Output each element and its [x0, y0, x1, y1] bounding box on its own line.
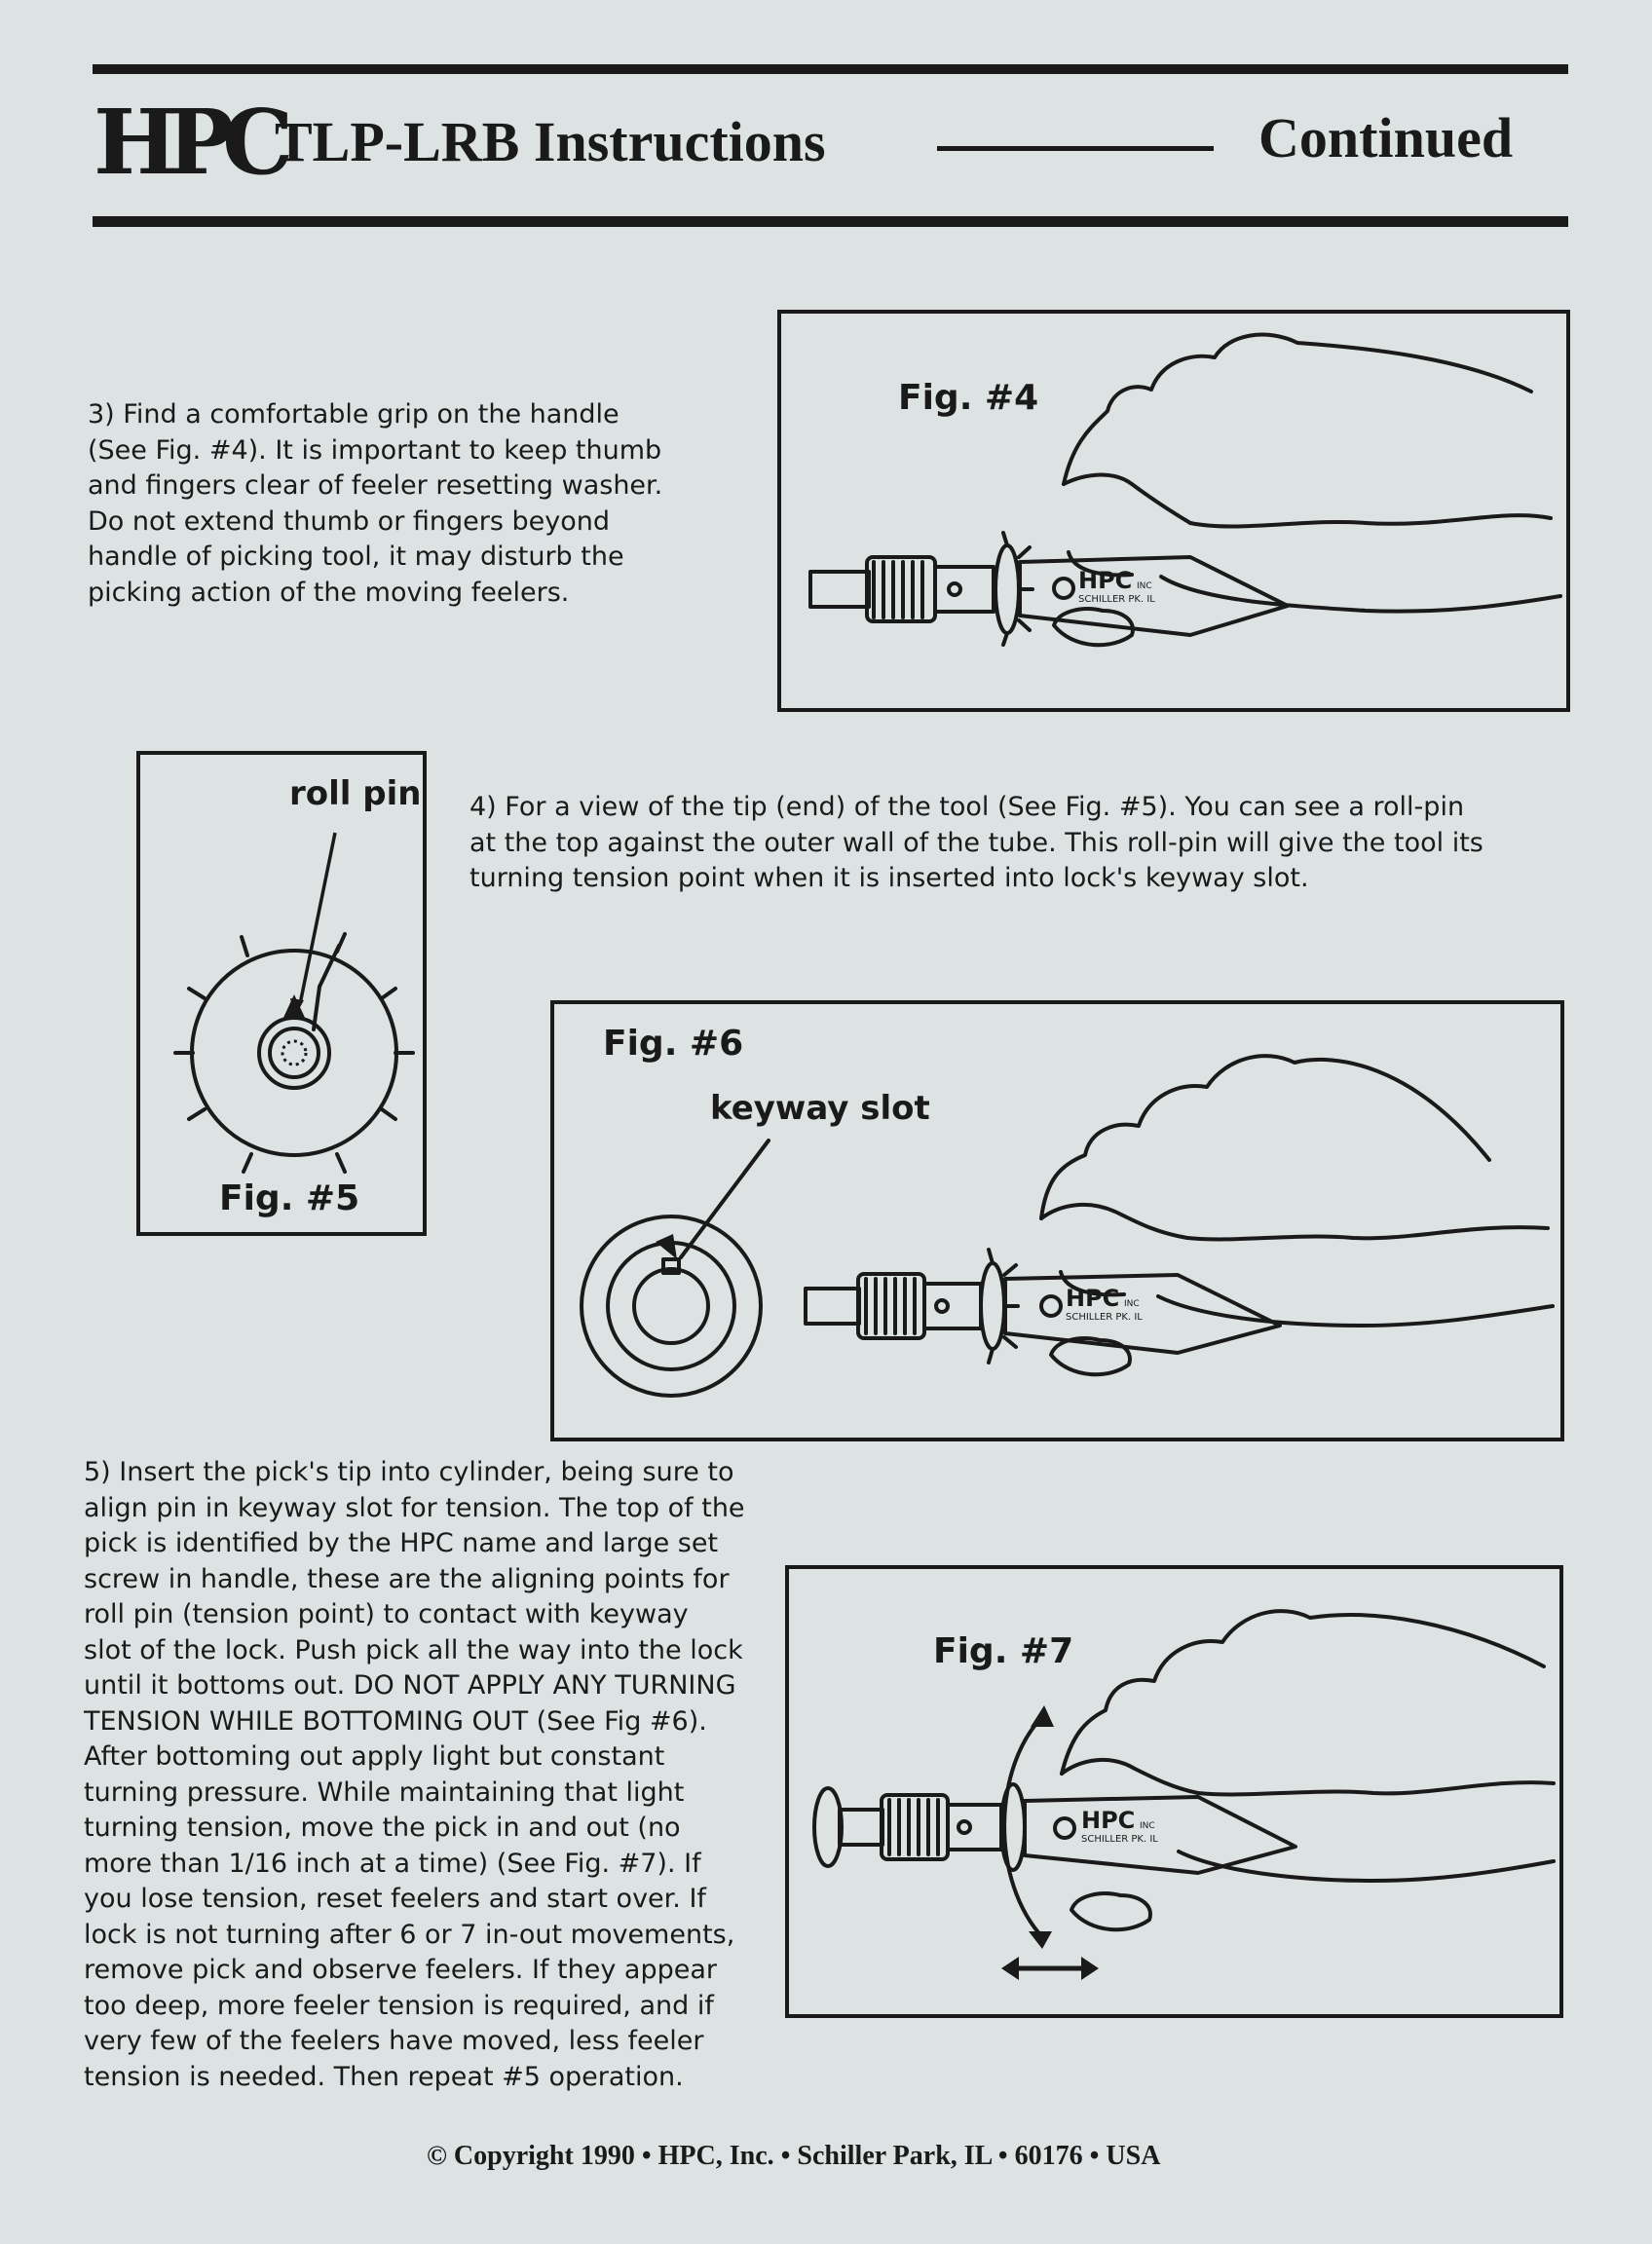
step-5-line: turning tension, move the pick in and ou… — [84, 1813, 681, 1843]
step-3-line: 3) Find a comfortable grip on the handle — [88, 399, 620, 430]
figure-6-callout: keyway slot — [710, 1089, 930, 1128]
step-5-line: more than 1/16 inch at a time) (See Fig.… — [84, 1848, 701, 1879]
step-3-line: handle of picking tool, it may disturb t… — [88, 542, 624, 572]
step-5-line: pick is identified by the HPC name and l… — [84, 1528, 719, 1558]
step-5-line: slot of the lock. Push pick all the way … — [84, 1634, 743, 1665]
continued-label: Continued — [1258, 106, 1514, 169]
step-3-line: and fingers clear of feeler resetting wa… — [88, 470, 663, 501]
step-5-line: lock is not turning after 6 or 7 in-out … — [84, 1919, 735, 1950]
figure-7-brand-inc: INC — [1140, 1821, 1155, 1831]
step-4-line: 4) For a view of the tip (end) of the to… — [469, 792, 1465, 822]
figure-7-illustration: HPC INC SCHILLER PK. IL — [812, 1609, 1556, 1980]
step-5-text: 5) Insert the pick's tip into cylinder, … — [84, 1455, 751, 2095]
step-3-line: Do not extend thumb or fingers beyond — [88, 505, 610, 537]
figure-7-brand-sub: SCHILLER PK. IL — [1081, 1834, 1158, 1845]
document-title: TLP-LRB Instructions — [275, 110, 826, 173]
step-3-line: picking action of the moving feelers. — [88, 577, 570, 608]
figure-7-label: Fig. #7 — [933, 1631, 1074, 1671]
step-4-line: turning tension point when it is inserte… — [469, 863, 1309, 893]
figure-6-brand-inc: INC — [1124, 1299, 1140, 1309]
figure-7-brand: HPC — [1081, 1807, 1135, 1834]
step-5-line: tension is needed. Then repeat #5 operat… — [84, 2061, 684, 2092]
figure-4-illustration: HPC INC SCHILLER PK. IL — [808, 332, 1562, 648]
hpc-logo: HPC — [94, 90, 293, 195]
figure-5: roll pin Fig. #5 — [136, 751, 427, 1236]
figure-6: Fig. #6 keyway slot — [550, 1000, 1564, 1441]
figure-4-brand: HPC — [1078, 567, 1132, 594]
step-5-line: 5) Insert the pick's tip into cylinder, … — [84, 1457, 734, 1487]
step-4-text: 4) For a view of the tip (end) of the to… — [469, 790, 1568, 897]
step-4-line: at the top against the outer wall of the… — [469, 827, 1483, 858]
step-3-text: 3) Find a comfortable grip on the handle… — [88, 397, 703, 611]
figure-6-brand: HPC — [1066, 1285, 1119, 1312]
step-5-line: screw in handle, these are the aligning … — [84, 1563, 730, 1594]
figure-5-illustration — [173, 832, 415, 1174]
step-5-line: roll pin (tension point) to contact with… — [84, 1599, 689, 1629]
step-5-line: you lose tension, reset feelers and star… — [84, 1884, 706, 1914]
step-5-line: TENSION WHILE BOTTOMING OUT (See Fig #6)… — [84, 1705, 707, 1737]
step-5-line: align pin in keyway slot for tension. Th… — [84, 1492, 745, 1523]
figure-6-label: Fig. #6 — [603, 1024, 744, 1064]
step-5-line: too deep, more feeler tension is require… — [84, 1990, 714, 2021]
step-5-line: After bottoming out apply light but cons… — [84, 1741, 665, 1772]
step-5-line: until it bottoms out. DO NOT APPLY ANY T… — [84, 1670, 736, 1701]
step-3-line: (See Fig. #4). It is important to keep t… — [88, 434, 662, 466]
title-dash-line — [937, 146, 1214, 151]
figure-5-callout: roll pin — [289, 774, 422, 813]
figure-4-brand-sub: SCHILLER PK. IL — [1078, 594, 1155, 605]
figure-7: Fig. #7 H — [785, 1565, 1563, 2018]
figure-6-illustration: HPC INC SCHILLER PK. IL — [580, 1054, 1555, 1398]
header-top-rule — [93, 64, 1568, 74]
figure-6-brand-sub: SCHILLER PK. IL — [1066, 1312, 1143, 1323]
figure-5-label: Fig. #5 — [219, 1178, 360, 1218]
figure-4: Fig. #4 HPC INC — [777, 310, 1570, 712]
copyright-footer: © Copyright 1990 • HPC, Inc. • Schiller … — [427, 2141, 1161, 2171]
step-5-line: turning pressure. While maintaining that… — [84, 1776, 685, 1808]
header-bottom-rule — [93, 216, 1568, 227]
figure-4-label: Fig. #4 — [898, 378, 1039, 418]
step-5-line: very few of the feelers have moved, less… — [84, 2026, 704, 2056]
step-5-line: remove pick and observe feelers. If they… — [84, 1955, 717, 1985]
figure-4-brand-inc: INC — [1137, 581, 1152, 591]
